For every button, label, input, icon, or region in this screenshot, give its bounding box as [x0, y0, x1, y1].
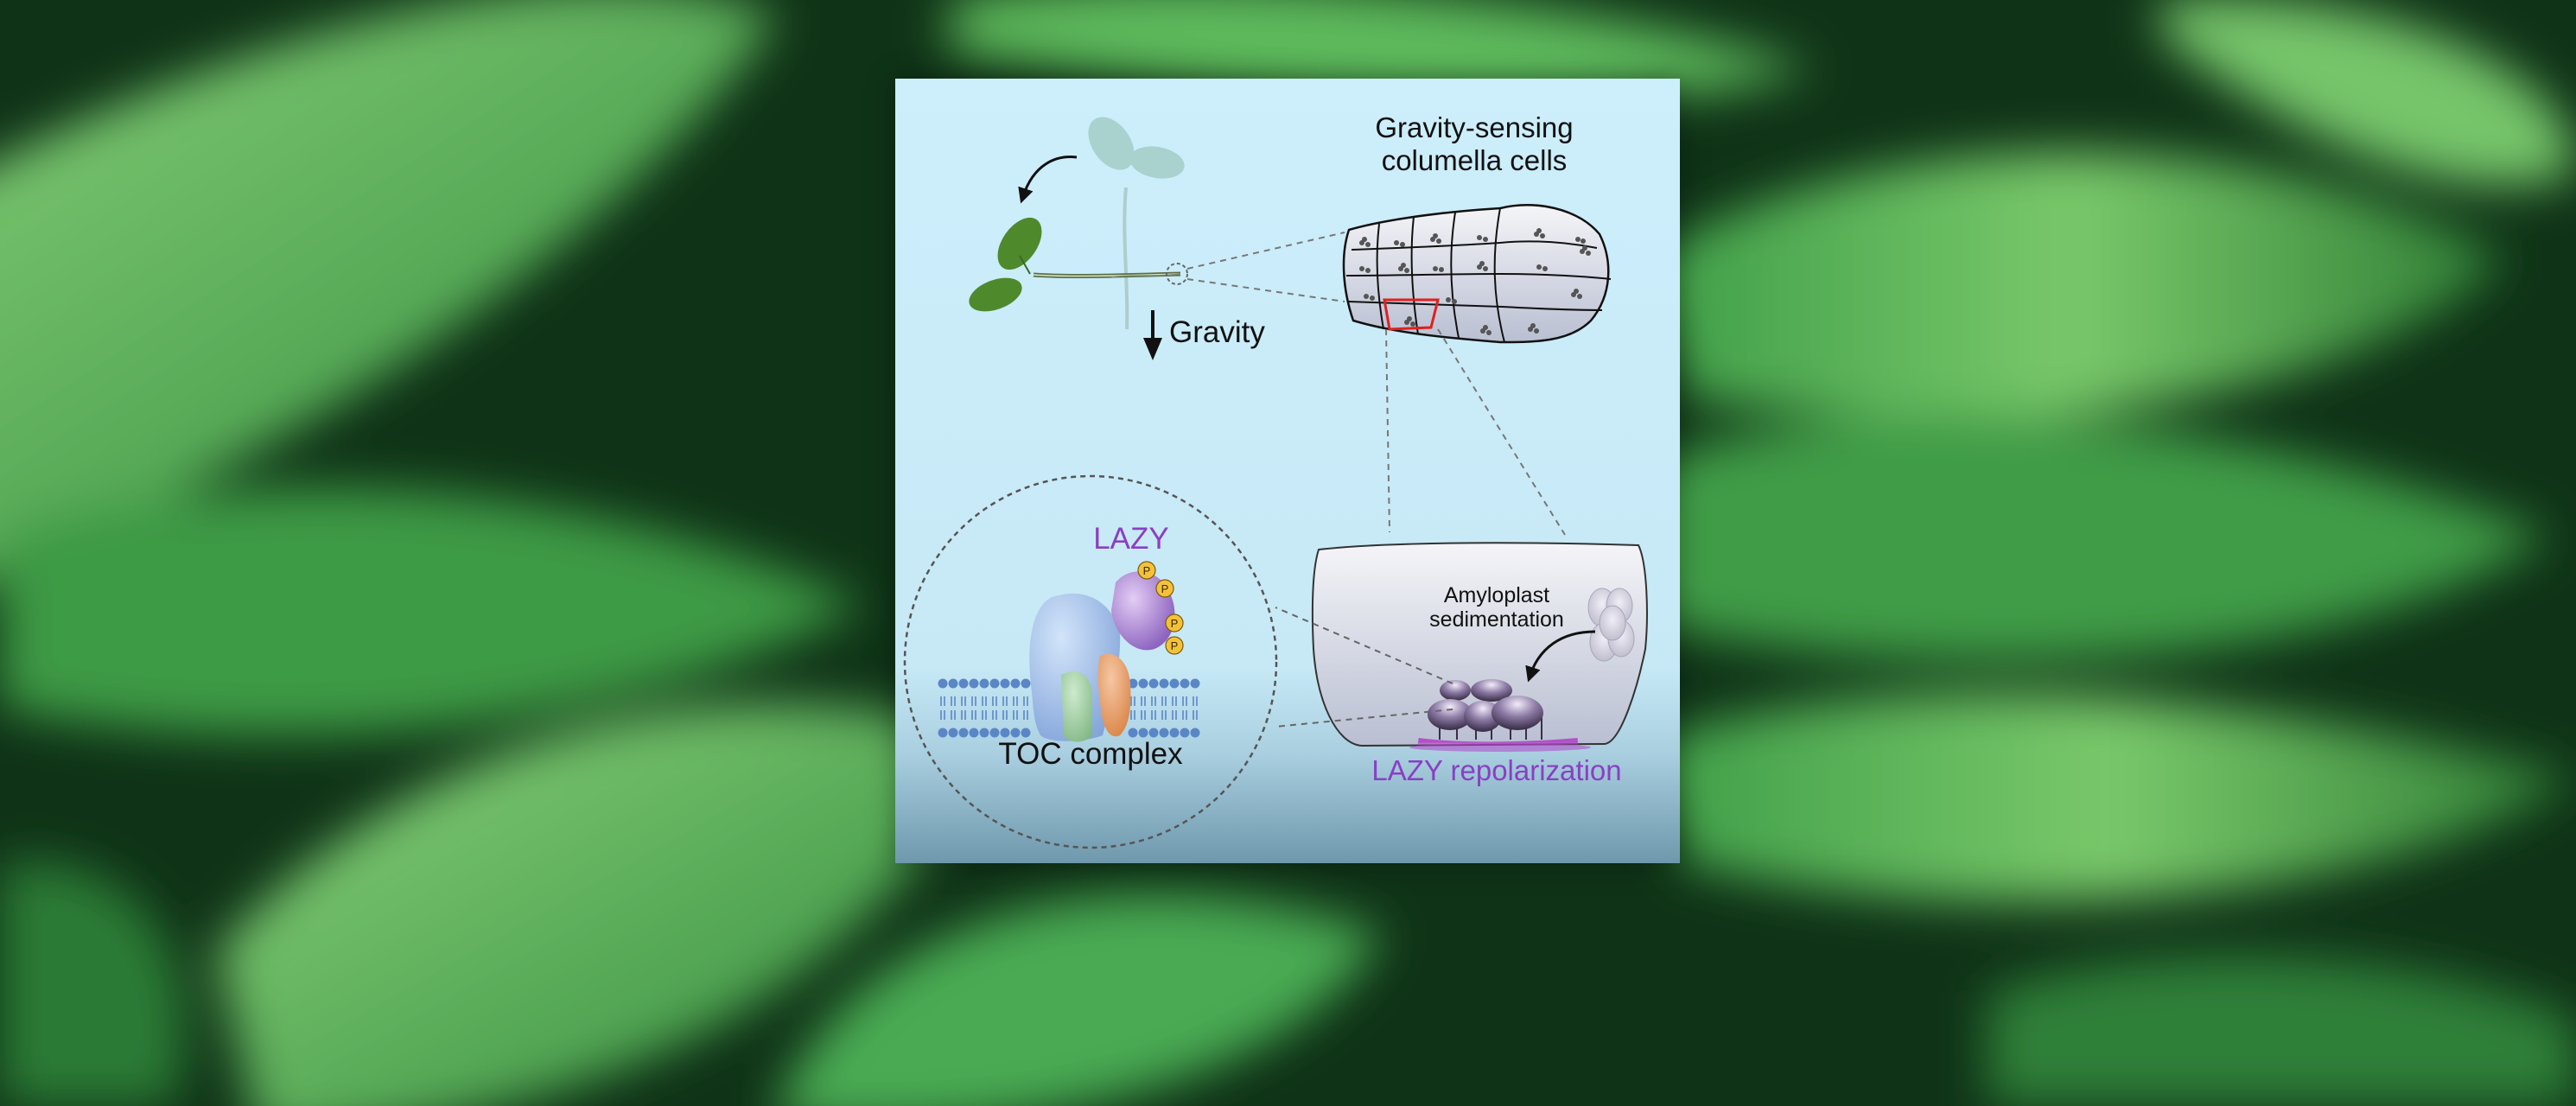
root-tip-marker [1166, 263, 1188, 285]
zoom-line [1275, 607, 1453, 684]
lazy-label: LAZY [1093, 522, 1169, 556]
amyloplast-ghosts [1587, 588, 1635, 662]
curved-arrow-icon [1018, 156, 1078, 204]
toc-complex [1029, 593, 1131, 742]
curved-arrow-icon [1525, 630, 1596, 683]
zoom-line [1275, 709, 1453, 728]
arrow-down-icon [1143, 310, 1162, 360]
gravity-label: Gravity [1169, 315, 1265, 349]
zoom-line [1385, 328, 1390, 533]
seedling-icon [969, 117, 1188, 330]
lazy-repolarization-label: LAZY repolarization [1371, 754, 1621, 786]
sedimented-amyloplasts [1428, 679, 1543, 740]
columella-cells [1342, 204, 1612, 344]
columella-title-line2: columella cells [1382, 144, 1568, 176]
amyloplast-label-line1: Amyloplast [1444, 583, 1549, 607]
membrane-zoom-circle [903, 474, 1278, 849]
phosphate-markers: P P P P [1137, 561, 1184, 655]
zoom-line [1186, 278, 1345, 302]
amyloplast-label-line2: sedimentation [1429, 607, 1564, 632]
lipid-bilayer [938, 678, 1200, 738]
svg-text:P: P [1171, 617, 1179, 630]
columella-title-line1: Gravity-sensing [1375, 111, 1573, 143]
columella-cell-zoom [1311, 542, 1648, 752]
highlighted-cell [1383, 298, 1440, 331]
svg-text:P: P [1143, 564, 1151, 577]
diagram-panel: Gravity Gravity-sensing columella cells [895, 79, 1680, 863]
svg-text:P: P [1171, 639, 1179, 652]
svg-text:P: P [1161, 582, 1169, 595]
toc-complex-label: TOC complex [998, 737, 1183, 771]
zoom-line [1186, 232, 1345, 270]
